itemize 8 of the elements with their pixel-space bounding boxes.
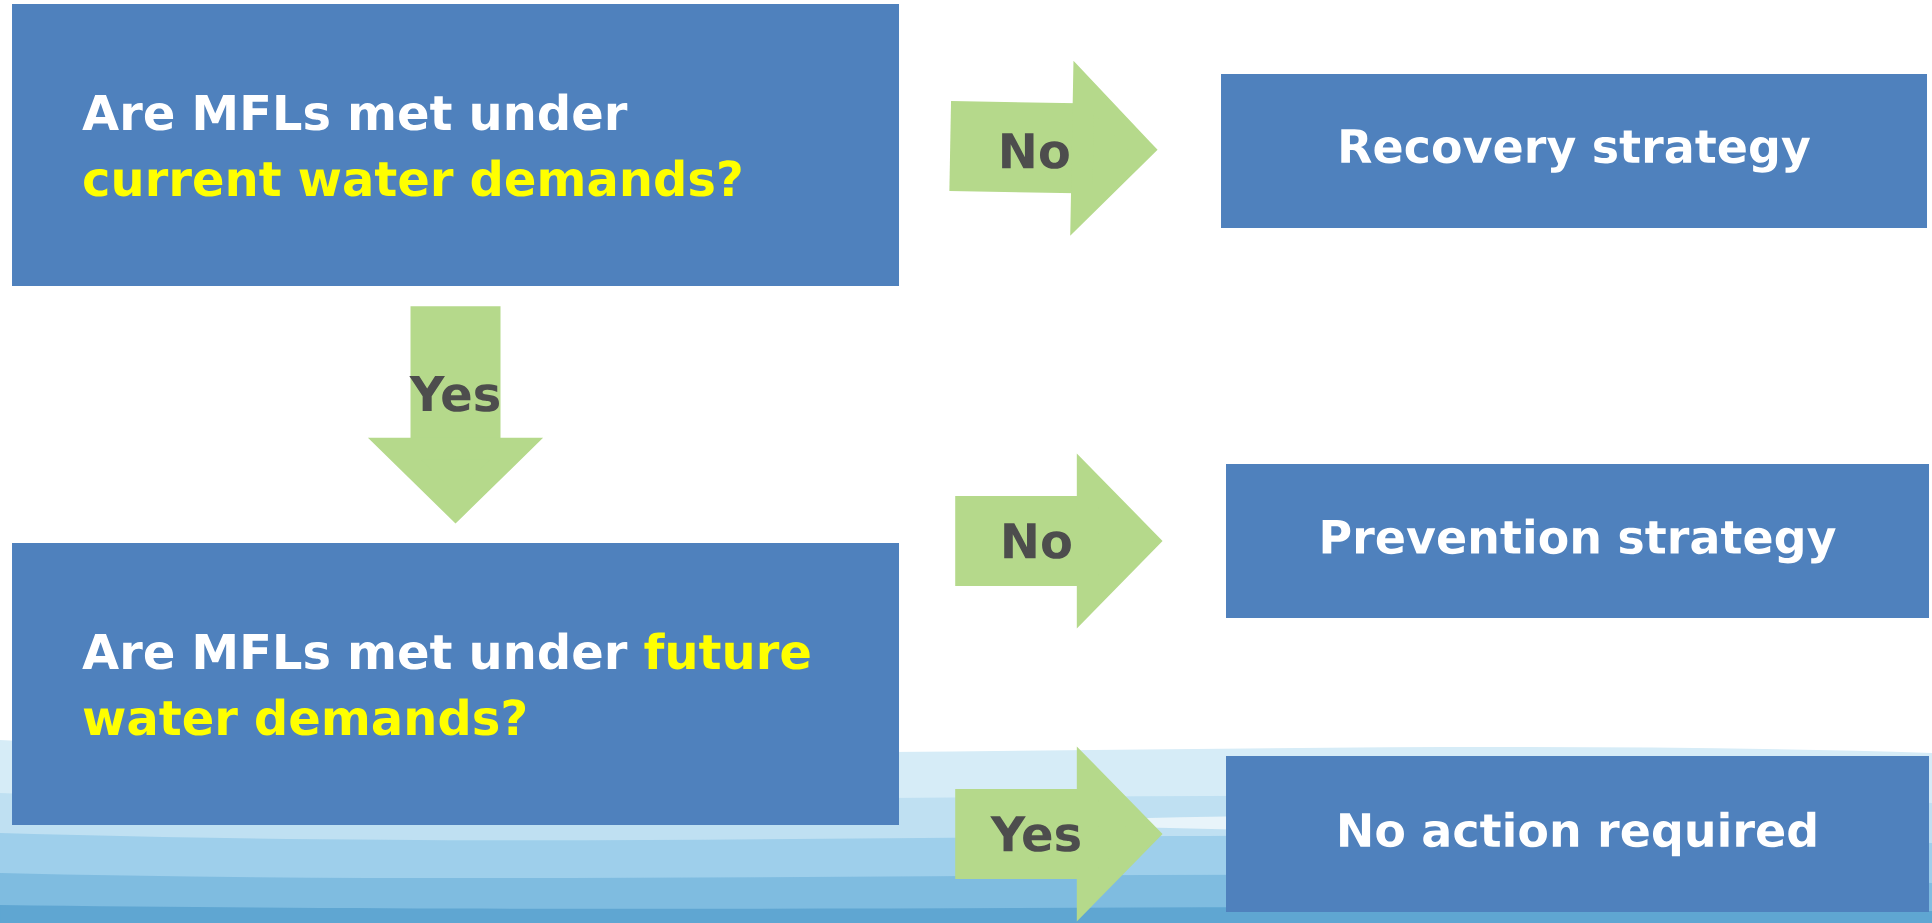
question-box: Are MFLs met under current water demands? bbox=[12, 4, 899, 286]
outcome-box: Recovery strategy bbox=[1221, 74, 1927, 228]
outcome-box: Prevention strategy bbox=[1226, 464, 1929, 618]
edge-label: Yes bbox=[990, 816, 1080, 852]
edge-label: No bbox=[1002, 133, 1069, 169]
question-box: Are MFLs met under future water demands? bbox=[12, 543, 899, 825]
edge-label: No bbox=[1004, 523, 1071, 559]
outcome-box: No action required bbox=[1226, 756, 1929, 912]
